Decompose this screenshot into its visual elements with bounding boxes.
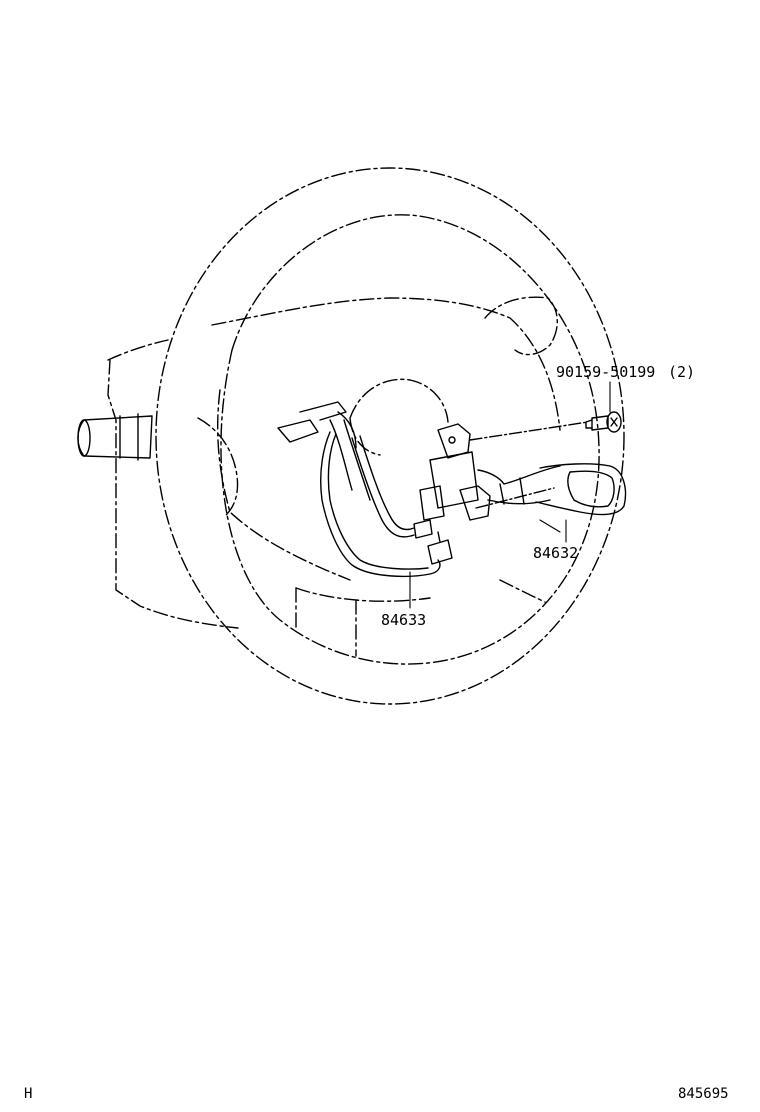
hub-dome <box>349 378 449 456</box>
label-bolt-quantity: (2) <box>668 363 695 381</box>
column-cover <box>107 339 239 629</box>
footer-left-code: H <box>24 1086 33 1102</box>
label-bolt-part-number: 90159-50199 <box>556 363 655 381</box>
wiring-harness <box>277 401 453 578</box>
label-harness-part-number: 84633 <box>381 611 426 629</box>
left-spoke <box>197 417 239 516</box>
label-switch-part-number: 84632 <box>533 544 578 562</box>
cruise-switch <box>419 423 627 521</box>
leader-switch <box>539 519 567 543</box>
install-guide-lines <box>469 421 589 509</box>
hub-pad-upper <box>211 297 561 431</box>
steering-wheel-phantom <box>107 167 625 705</box>
hub-left-edge <box>217 389 351 581</box>
column-shaft <box>77 413 153 461</box>
leader-lines <box>409 381 611 609</box>
wheel-rim-outer <box>155 167 625 705</box>
footer-figure-number: 845695 <box>678 1086 729 1102</box>
lower-spoke <box>295 579 546 657</box>
wheel-rim-inner <box>220 214 600 665</box>
upper-right-spoke <box>484 296 558 356</box>
bolt <box>585 411 622 433</box>
